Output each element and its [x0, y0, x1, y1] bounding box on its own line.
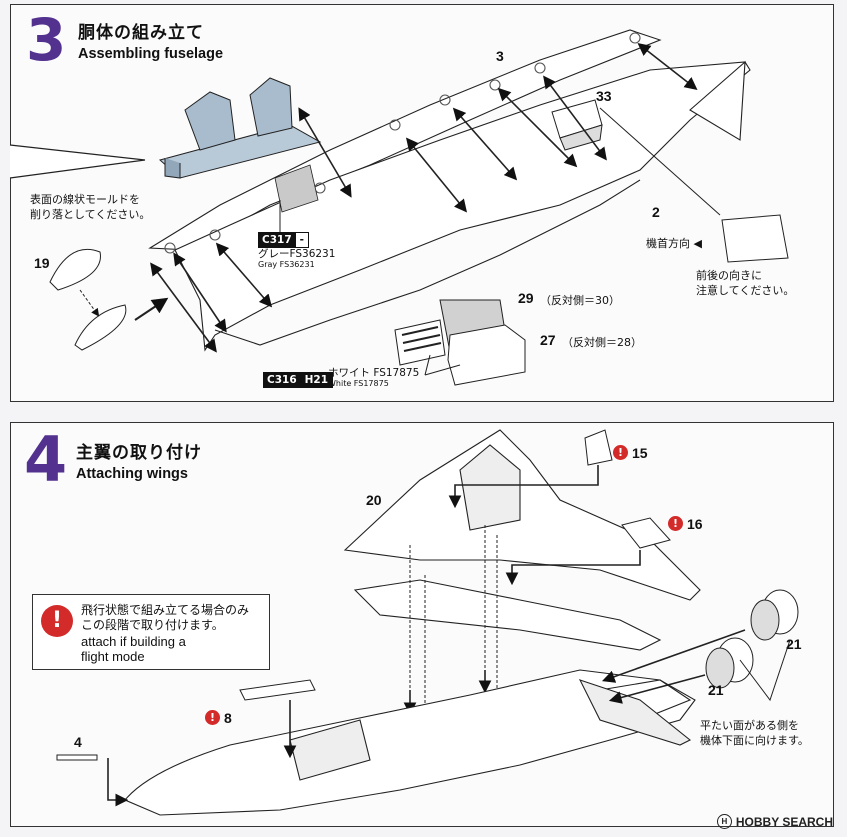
part-label-29: 29 — [518, 290, 534, 306]
warning-icon-15: ! — [613, 445, 628, 460]
white-color-jp: ホワイト FS17875 — [328, 367, 420, 379]
note-jp-line-1: 飛行状態で組み立てる場合のみ — [81, 603, 250, 617]
white-color-en: White FS17875 — [328, 379, 389, 388]
part-label-3: 3 — [496, 48, 504, 64]
note-orientation: 前後の向きに 注意してください。 — [696, 269, 795, 297]
wing-assembly-20 — [343, 429, 701, 651]
part-label-33: 33 — [596, 88, 612, 104]
step-4-title-en: Attaching wings — [76, 466, 188, 482]
hobby-search-watermark: H HOBBY SEARCH — [716, 814, 833, 829]
step-3-title-en: Assembling fuselage — [78, 46, 224, 62]
part-15 — [584, 429, 613, 466]
note-flat-side-down: 平たい面がある側を 機体下面に向けます。 — [700, 719, 809, 747]
part-label-15: 15 — [632, 445, 648, 461]
part-8 — [239, 679, 316, 701]
part-label-16: 16 — [687, 516, 703, 532]
part-label-2: 2 — [652, 204, 660, 220]
flight-mode-note: ! 飛行状態で組み立てる場合のみ この段階で取り付けます。 attach if … — [32, 594, 270, 670]
gray-color-jp: グレーFS36231 — [258, 248, 336, 260]
part-16 — [621, 517, 671, 549]
part-4 — [56, 754, 98, 761]
nose-cone-19 — [49, 248, 127, 351]
part-label-20: 20 — [366, 492, 382, 508]
part-label-19: 19 — [34, 255, 50, 271]
note-en-line-2: flight mode — [81, 649, 145, 664]
orientation-diagram — [721, 214, 789, 263]
exhaust-nozzles-21 — [705, 589, 799, 689]
part-27-opposite: （反対側＝28） — [562, 336, 642, 349]
panel-27 — [447, 324, 526, 386]
note-sand-off-mold: 表面の線状モールドを 削り落としてください。 — [30, 193, 151, 221]
cockpit-tub — [158, 77, 322, 179]
part-label-21-lower: 21 — [708, 682, 724, 698]
color-code-c317: C317- — [258, 232, 309, 248]
step-3-number: 3 — [26, 6, 67, 74]
hobby-search-logo-icon: H — [716, 814, 732, 829]
note-jp-line-2: この段階で取り付けます。 — [81, 618, 224, 632]
part-label-8: 8 — [224, 710, 232, 726]
note-en-line-1: attach if building a — [81, 634, 186, 649]
lower-fuselage — [124, 669, 696, 816]
step-4-title-jp: 主翼の取り付け — [76, 443, 202, 463]
step-3-title-jp: 胴体の組み立て — [78, 23, 204, 43]
nose-direction-label: 機首方向 ◀ — [646, 237, 702, 250]
direction-arrow-icon: ◀ — [693, 237, 702, 250]
part-label-21-upper: 21 — [786, 636, 802, 652]
callout-pointer — [9, 144, 146, 179]
warning-icon-16: ! — [668, 516, 683, 531]
warning-icon-8: ! — [205, 710, 220, 725]
warning-icon-large: ! — [41, 605, 73, 637]
part-label-4: 4 — [74, 734, 82, 750]
part-label-27: 27 — [540, 332, 556, 348]
part-29-opposite: （反対側＝30） — [540, 294, 620, 307]
step-4-number: 4 — [24, 423, 68, 496]
gray-color-en: Gray FS36231 — [258, 260, 315, 269]
